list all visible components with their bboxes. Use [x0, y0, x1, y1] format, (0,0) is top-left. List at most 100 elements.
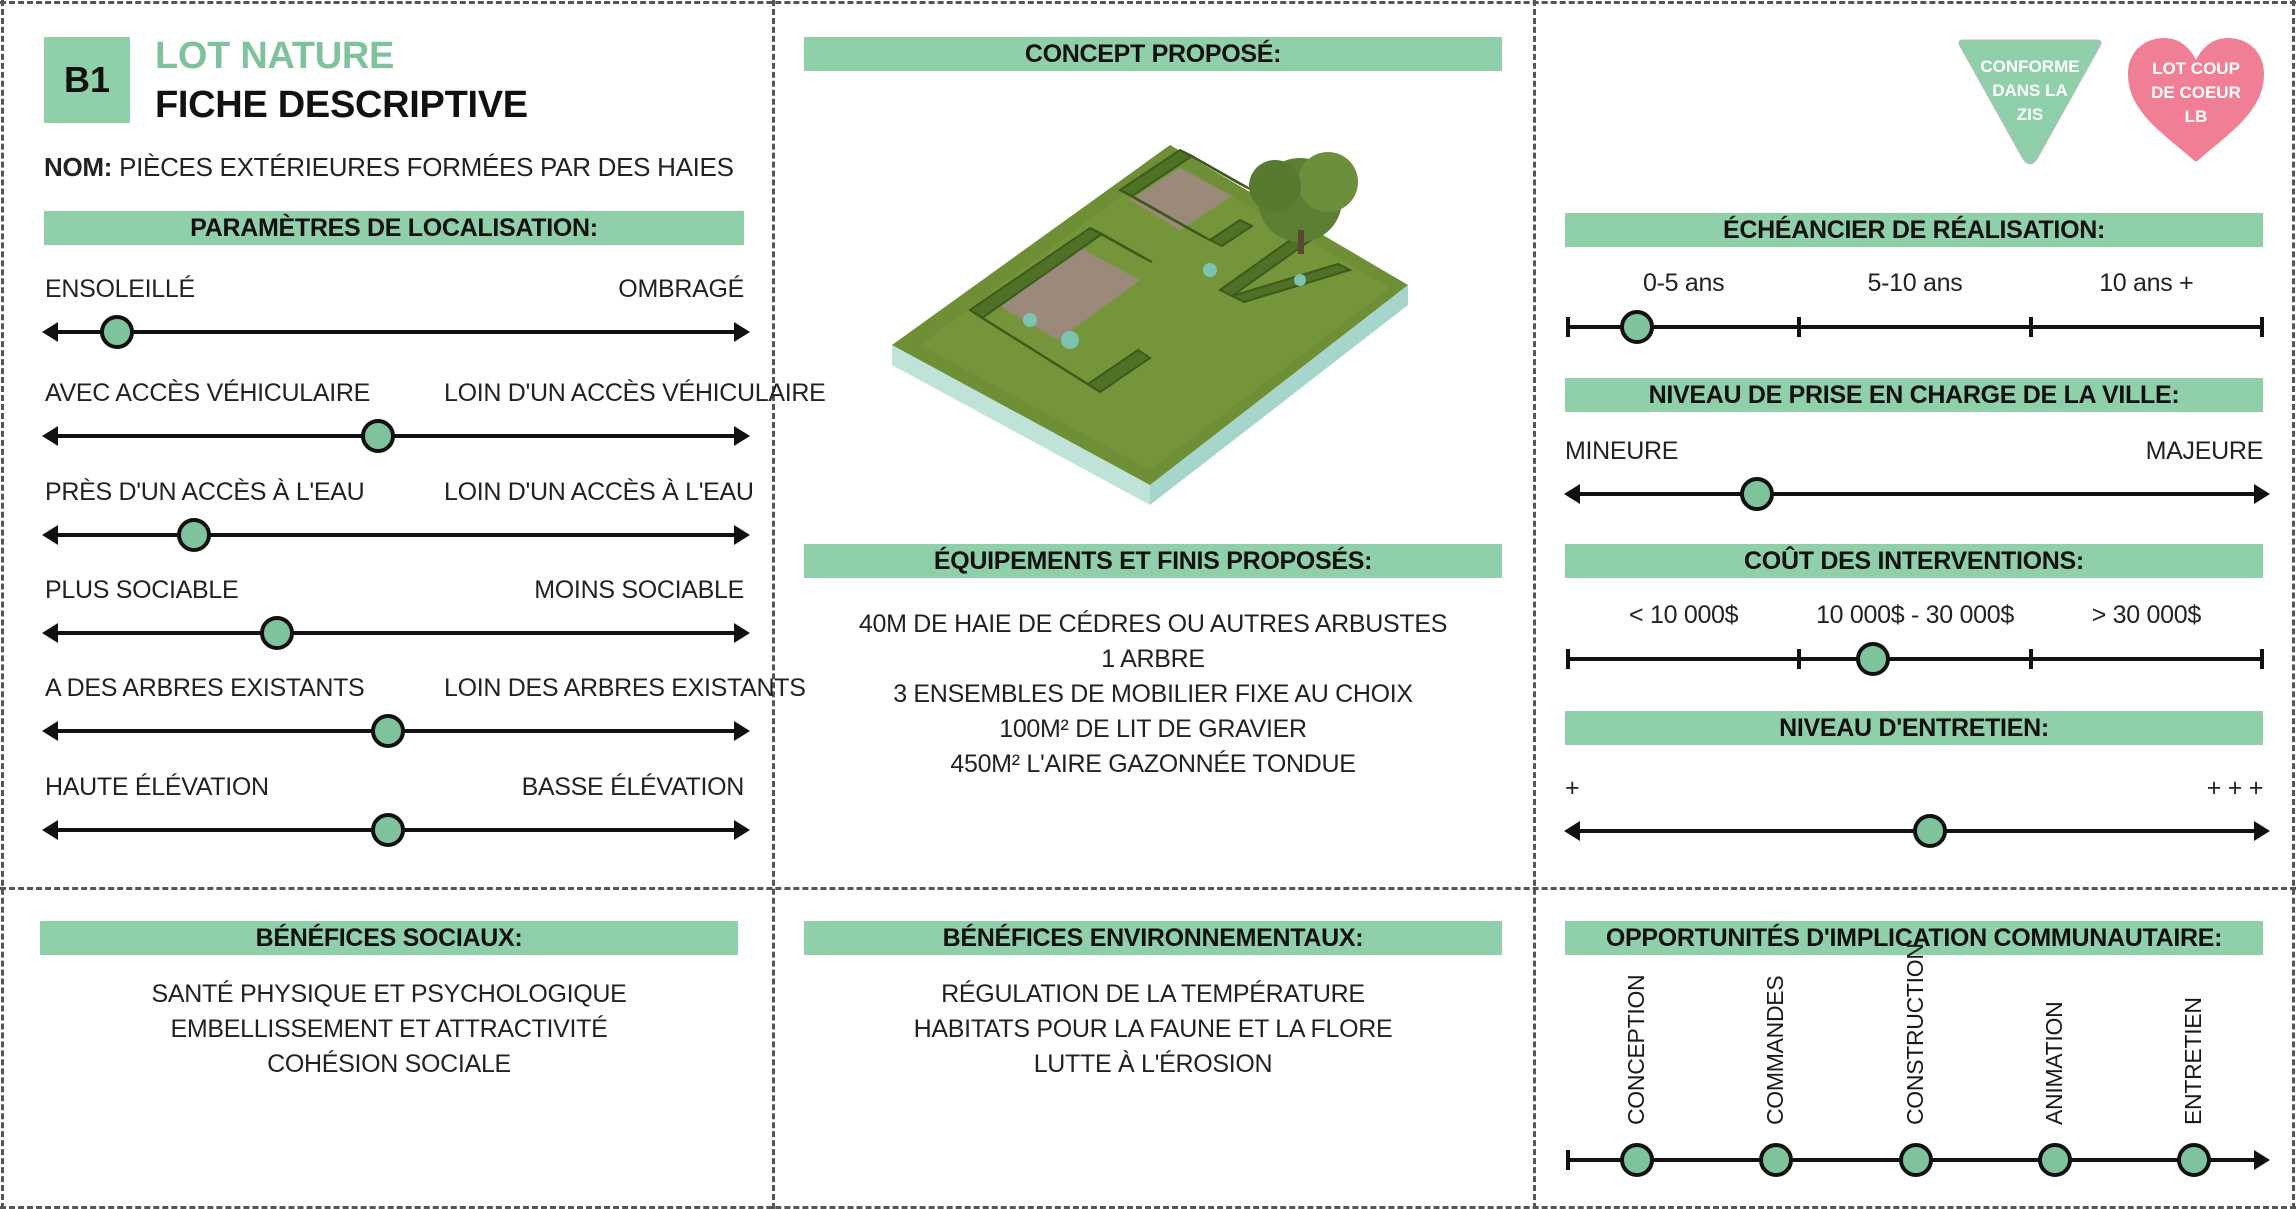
stage-label: ANIMATION: [2041, 1001, 2067, 1125]
concept-illustration: [892, 145, 1408, 505]
left-arrow-icon: [1564, 484, 1580, 504]
slider-left-label: A DES ARBRES EXISTANTS: [45, 674, 365, 702]
slider-knob: [176, 518, 211, 552]
slider-knob: [371, 714, 406, 748]
cout-header: COÛT DES INTERVENTIONS:: [1565, 544, 2263, 578]
right-arrow-icon: [734, 721, 750, 741]
stage-label: CONCEPTION: [1623, 974, 1649, 1125]
list-item: 3 ENSEMBLES DE MOBILIER FIXE AU CHOIX: [893, 680, 1413, 708]
right-arrow-icon: [2254, 821, 2270, 841]
left-arrow-icon: [42, 820, 58, 840]
slider-track: [48, 533, 742, 537]
slider-track: [48, 434, 742, 438]
slider-track: [48, 330, 742, 334]
slider-right-label: MAJEURE: [2145, 437, 2264, 465]
list-item: 40M DE HAIE DE CÉDRES OU AUTRES ARBUSTES: [858, 610, 1448, 638]
right-arrow-icon: [734, 623, 750, 643]
benefices-env-list: RÉGULATION DE LA TEMPÉRATURE HABITATS PO…: [804, 977, 1502, 1082]
coeur-line-2: DE COEUR: [2151, 83, 2241, 102]
category-title: LOT NATURE: [155, 35, 395, 77]
right-arrow-icon: [2254, 484, 2270, 504]
equipements-header: ÉQUIPEMENTS ET FINIS PROPOSÉS:: [804, 544, 1502, 578]
right-arrow-icon: [734, 525, 750, 545]
end-tick: [1566, 649, 1570, 669]
code-text: B1: [63, 59, 111, 100]
list-item: 1 ARBRE: [1101, 645, 1205, 673]
name-row: NOM: PIÈCES EXTÉRIEURES FORMÉES PAR DES …: [44, 152, 734, 183]
list-item: LUTTE À L'ÉROSION: [1033, 1050, 1273, 1078]
list-item: 100M² DE LIT DE GRAVIER: [999, 715, 1307, 743]
right-border: [2292, 0, 2295, 1209]
end-tick: [2260, 317, 2264, 337]
slider-left-label: MINEURE: [1565, 437, 1679, 465]
slider-knob: [100, 315, 135, 349]
slider-right-label: BASSE ÉLÉVATION: [521, 773, 745, 801]
conforme-line-2: DANS LA: [1992, 81, 2068, 100]
left-arrow-icon: [42, 426, 58, 446]
segment-label: 0-5 ans: [1643, 269, 1725, 297]
list-item: COHÉSION SOCIALE: [267, 1050, 511, 1078]
left-arrow-icon: [42, 623, 58, 643]
slider-left-label: AVEC ACCÈS VÉHICULAIRE: [45, 379, 370, 407]
timeline-knob: [1899, 1143, 1933, 1177]
segment-label: 10 000$ - 30 000$: [1816, 601, 2014, 629]
name-label: NOM:: [44, 152, 113, 182]
timeline-knob: [1620, 1143, 1654, 1177]
right-arrow-icon: [2254, 1150, 2270, 1170]
slider-knob: [260, 616, 295, 650]
right-arrow-icon: [734, 426, 750, 446]
slider-knob: [1739, 477, 1774, 511]
slider-left-label: PRÈS D'UN ACCÈS À L'EAU: [45, 478, 365, 506]
timeline-knob: [1759, 1143, 1793, 1177]
stage-label: ENTRETIEN: [2180, 997, 2206, 1125]
slider-right-label: LOIN D'UN ACCÈS À L'EAU: [444, 478, 754, 506]
slider-left-label: ENSOLEILLÉ: [45, 275, 195, 303]
slider-left-label: HAUTE ÉLÉVATION: [45, 773, 269, 801]
benefices-sociaux-header: BÉNÉFICES SOCIAUX:: [40, 921, 738, 955]
slider-right-label: LOIN DES ARBRES EXISTANTS: [444, 674, 806, 702]
benefices-env-header: BÉNÉFICES ENVIRONNEMENTAUX:: [804, 921, 1502, 955]
entretien-header: NIVEAU D'ENTRETIEN:: [1565, 711, 2263, 745]
slider-left-label: +: [1565, 774, 1580, 802]
left-arrow-icon: [42, 525, 58, 545]
concept-header: CONCEPT PROPOSÉ:: [804, 37, 1502, 71]
list-item: SANTÉ PHYSIQUE ET PSYCHOLOGIQUE: [151, 980, 627, 1008]
right-arrow-icon: [734, 820, 750, 840]
segment-tick: [1797, 649, 1802, 669]
scale-track: [1568, 657, 2262, 661]
code-badge: B1: [44, 37, 130, 123]
slider-right-label: + + +: [2206, 774, 2264, 802]
implication-header: OPPORTUNITÉS D'IMPLICATION COMMUNAUTAIRE…: [1565, 921, 2263, 955]
left-arrow-icon: [1564, 821, 1580, 841]
scale-knob: [1620, 310, 1655, 344]
benefices-sociaux-list: SANTÉ PHYSIQUE ET PSYCHOLOGIQUE EMBELLIS…: [40, 977, 738, 1082]
stage-label: CONSTRUCTION: [1902, 943, 1928, 1125]
end-tick: [1566, 1150, 1570, 1170]
prise-en-charge-header: NIVEAU DE PRISE EN CHARGE DE LA VILLE:: [1565, 378, 2263, 412]
slider-track: [1570, 492, 2262, 496]
left-arrow-icon: [42, 322, 58, 342]
column-divider-2: [1533, 0, 1536, 1209]
echeancier-header: ÉCHÉANCIER DE RÉALISATION:: [1565, 213, 2263, 247]
segment-tick: [2028, 649, 2033, 669]
bottom-border: [0, 1206, 2296, 1209]
slider-left-label: PLUS SOCIABLE: [45, 576, 239, 604]
slider-right-label: OMBRAGÉ: [618, 275, 744, 303]
equipements-list: 40M DE HAIE DE CÉDRES OU AUTRES ARBUSTES…: [804, 607, 1502, 782]
name-value: PIÈCES EXTÉRIEURES FORMÉES PAR DES HAIES: [119, 152, 734, 182]
coeur-line-1: LOT COUP: [2152, 59, 2240, 78]
slider-track: [48, 631, 742, 635]
list-item: RÉGULATION DE LA TEMPÉRATURE: [941, 980, 1365, 1008]
scale-knob: [1856, 642, 1891, 676]
scale-track: [1568, 325, 2262, 329]
segment-tick: [1797, 317, 1802, 337]
segment-tick: [2028, 317, 2033, 337]
left-arrow-icon: [42, 721, 58, 741]
conforme-badge: CONFORME DANS LA ZIS: [1958, 39, 2102, 165]
segment-label: 5-10 ans: [1867, 269, 1963, 297]
top-border: [0, 1, 2296, 4]
list-item: EMBELLISSEMENT ET ATTRACTIVITÉ: [170, 1015, 608, 1043]
timeline-knob: [2177, 1143, 2211, 1177]
localisation-header: PARAMÈTRES DE LOCALISATION:: [44, 211, 744, 245]
right-arrow-icon: [734, 322, 750, 342]
